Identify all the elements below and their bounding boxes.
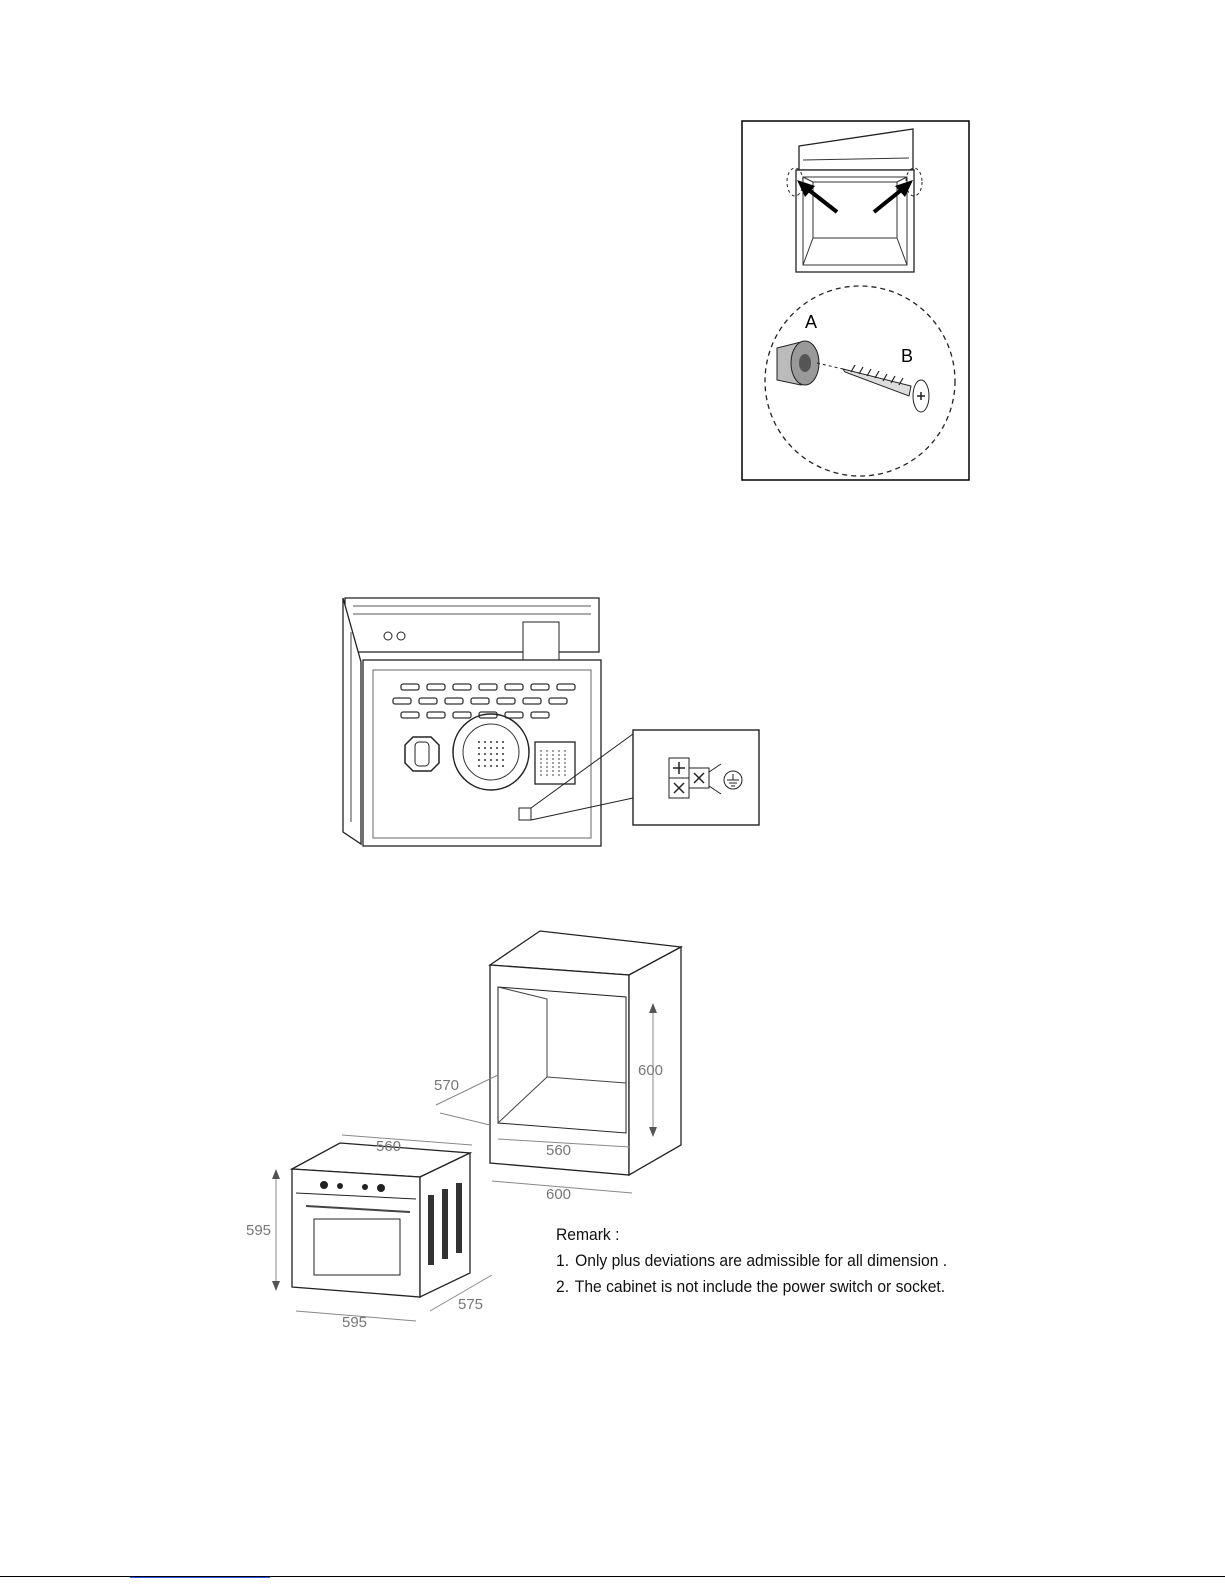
- remark-note-1-text: Only plus deviations are admissible for …: [575, 1251, 947, 1270]
- rear-wiring-illustration: [333, 592, 763, 862]
- dim-cabinet-inner-width: 560: [546, 1142, 571, 1159]
- remark-note-2: 2. The cabinet is not include the power …: [556, 1274, 942, 1300]
- dim-oven-height: 595: [246, 1222, 271, 1239]
- figure-rear-wiring: [333, 592, 763, 862]
- label-a: A: [805, 312, 817, 332]
- dim-cabinet-height: 600: [638, 1062, 663, 1079]
- remark-note-2-text: The cabinet is not include the power swi…: [575, 1277, 945, 1296]
- dim-oven-depth: 575: [458, 1296, 483, 1313]
- label-b: B: [901, 346, 913, 366]
- remark-note-2-number: 2.: [556, 1274, 571, 1300]
- remark-note-1-number: 1.: [556, 1248, 571, 1274]
- remark-note-1: 1. Only plus deviations are admissible f…: [556, 1248, 942, 1274]
- mounting-screws-illustration: A B: [741, 120, 970, 481]
- remark-block: Remark : 1. Only plus deviations are adm…: [556, 1222, 942, 1300]
- remark-title: Remark :: [556, 1222, 942, 1248]
- footer-link-underline: [130, 1577, 270, 1578]
- dim-cabinet-outer-width: 600: [546, 1186, 571, 1203]
- dim-cabinet-depth: 570: [434, 1077, 459, 1094]
- dim-oven-width: 595: [342, 1314, 367, 1331]
- figure-mounting-screws: A B: [741, 120, 970, 481]
- dim-oven-top-width: 560: [376, 1138, 401, 1155]
